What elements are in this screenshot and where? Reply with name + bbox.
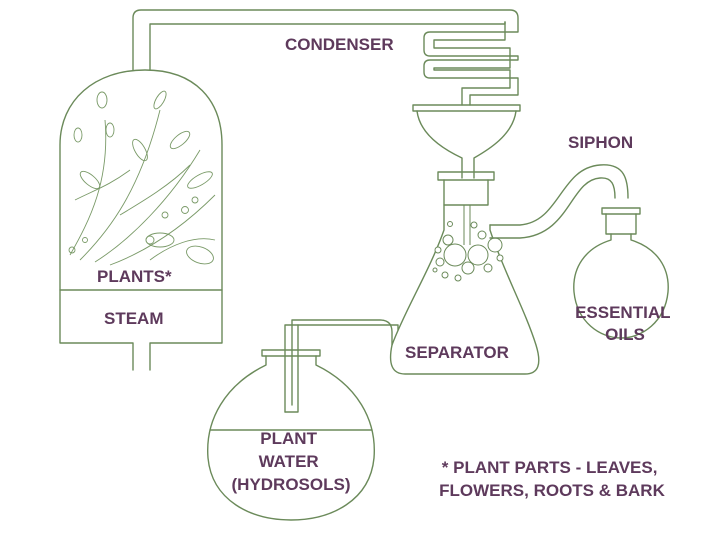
siphon-tube: [489, 164, 629, 239]
essential-oils-line-2: OILS: [605, 325, 645, 344]
plants-illustration: [68, 90, 216, 266]
essential-oils-line-1: ESSENTIAL: [575, 303, 670, 322]
condenser-label: CONDENSER: [285, 35, 394, 54]
plants-label: PLANTS*: [97, 267, 172, 286]
footnote-line-2: FLOWERS, ROOTS & BARK: [439, 481, 665, 500]
siphon-label: SIPHON: [568, 133, 633, 152]
plant-water-line-2: WATER: [259, 452, 319, 471]
plant-water-line-3: (HYDROSOLS): [232, 475, 351, 494]
bubbles: [432, 221, 504, 282]
drain-pipe: [284, 319, 399, 413]
footnote-line-1: * PLANT PARTS - LEAVES,: [442, 458, 658, 477]
separator-label: SEPARATOR: [405, 343, 509, 362]
separator-flask: [389, 171, 540, 375]
plant-water-flask: [207, 349, 375, 521]
funnel: [412, 104, 521, 179]
condenser-coil: [132, 9, 519, 106]
essential-oils-label: ESSENTIAL OILS: [575, 303, 675, 344]
plant-water-line-1: PLANT: [260, 429, 317, 448]
steam-chamber: [59, 69, 223, 371]
steam-label: STEAM: [104, 309, 164, 328]
footnote: * PLANT PARTS - LEAVES, FLOWERS, ROOTS &…: [439, 458, 665, 500]
plant-water-label: PLANT WATER (HYDROSOLS): [232, 429, 351, 494]
essential-oils-flask: [573, 207, 669, 339]
